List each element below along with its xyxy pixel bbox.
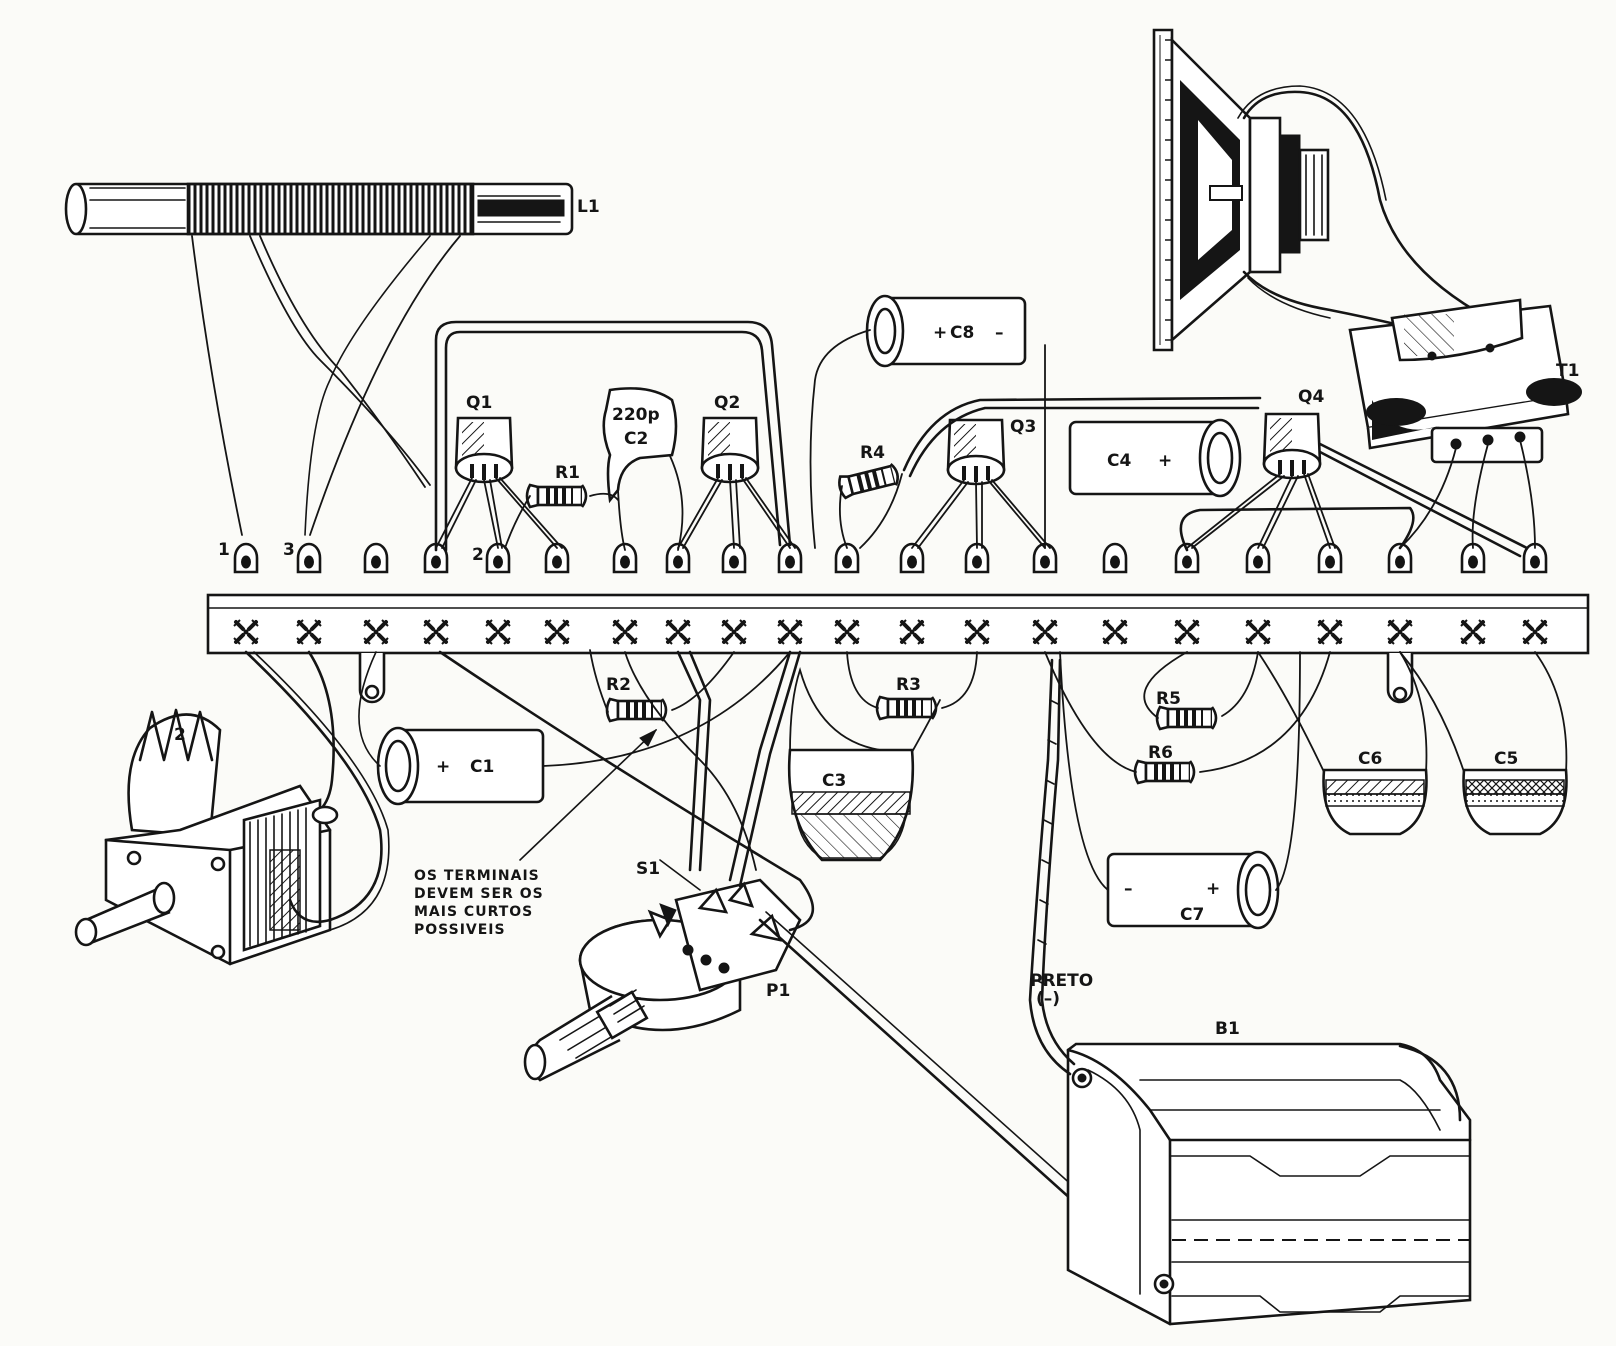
resistor-r5 — [1155, 705, 1218, 731]
ferrite-coil-l1: L1 — [64, 182, 600, 236]
resistor-r6 — [1133, 759, 1196, 785]
capacitor-c2: 220p C2 — [602, 387, 678, 504]
terminal-label-1: 1 — [218, 540, 230, 560]
label-c8-plus: + — [933, 323, 947, 343]
variable-capacitor: 2 — [74, 708, 332, 966]
transistor-q3: Q3 — [946, 417, 1036, 486]
label-s1: S1 — [636, 859, 660, 879]
label-q3: Q3 — [1010, 417, 1036, 437]
label-r3: R3 — [896, 675, 921, 695]
label-variable-capacitor: 2 — [174, 725, 186, 745]
loudspeaker — [1152, 28, 1330, 352]
label-c3: C3 — [822, 771, 846, 791]
terminal-label-2: 2 — [472, 545, 484, 565]
transistor-q2: Q2 — [700, 393, 760, 484]
label-p1: P1 — [766, 981, 790, 1001]
label-t1: T1 — [1556, 361, 1579, 381]
label-b1: B1 — [1215, 1019, 1240, 1039]
label-c1-plus: + — [436, 757, 450, 777]
capacitor-c3: C3 — [787, 748, 915, 862]
label-r1: R1 — [555, 463, 580, 483]
capacitor-c4: C4 + — [1068, 418, 1242, 498]
capacitor-c1: + C1 — [376, 726, 545, 806]
resistor-r3 — [875, 695, 938, 721]
note-line-3: MAIS CURTOS — [414, 904, 533, 920]
label-l1: L1 — [577, 197, 600, 217]
label-r2: R2 — [606, 675, 631, 695]
label-c4-plus: + — [1158, 451, 1172, 471]
label-c2-value: 220p — [612, 405, 660, 425]
capacitor-c6: C6 — [1322, 749, 1428, 836]
label-q1: Q1 — [466, 393, 492, 413]
output-transformer-t1: T1 — [1348, 298, 1582, 464]
label-r6: R6 — [1148, 743, 1173, 763]
label-c5: C5 — [1494, 749, 1518, 769]
label-preto: PRETO — [1030, 971, 1093, 991]
label-c7: C7 — [1180, 905, 1204, 925]
label-r5: R5 — [1156, 689, 1181, 709]
note-line-4: POSSIVEIS — [414, 922, 506, 938]
label-c8-minus: – — [995, 323, 1004, 343]
label-c7-minus: – — [1124, 879, 1133, 899]
note-line-1: OS TERMINAIS — [414, 868, 540, 884]
terminal-strip — [206, 542, 1590, 704]
label-q4: Q4 — [1298, 387, 1324, 407]
label-c1: C1 — [470, 757, 494, 777]
potentiometer-p1-switch-s1: S1 P1 — [523, 859, 802, 1082]
label-preto-sign: (–) — [1036, 989, 1060, 1009]
resistor-r4 — [835, 461, 902, 501]
capacitor-c7: – + C7 — [1106, 850, 1280, 930]
transistor-q4: Q4 — [1262, 387, 1324, 480]
note-annotation: OS TERMINAIS DEVEM SER OS MAIS CURTOS PO… — [414, 868, 544, 938]
label-c4: C4 — [1107, 451, 1131, 471]
note-line-2: DEVEM SER OS — [414, 886, 544, 902]
resistor-r1 — [525, 483, 588, 509]
label-c8: C8 — [950, 323, 974, 343]
label-c2: C2 — [624, 429, 648, 449]
transistor-q1: Q1 — [454, 393, 514, 484]
label-c7-plus: + — [1206, 879, 1220, 899]
label-q2: Q2 — [714, 393, 740, 413]
terminal-label-3: 3 — [283, 540, 295, 560]
capacitor-c8: + C8 – — [865, 294, 1027, 368]
battery-b1: B1 — [1066, 1019, 1472, 1326]
capacitor-c5: C5 — [1462, 749, 1568, 836]
label-c6: C6 — [1358, 749, 1382, 769]
label-r4: R4 — [860, 443, 885, 463]
